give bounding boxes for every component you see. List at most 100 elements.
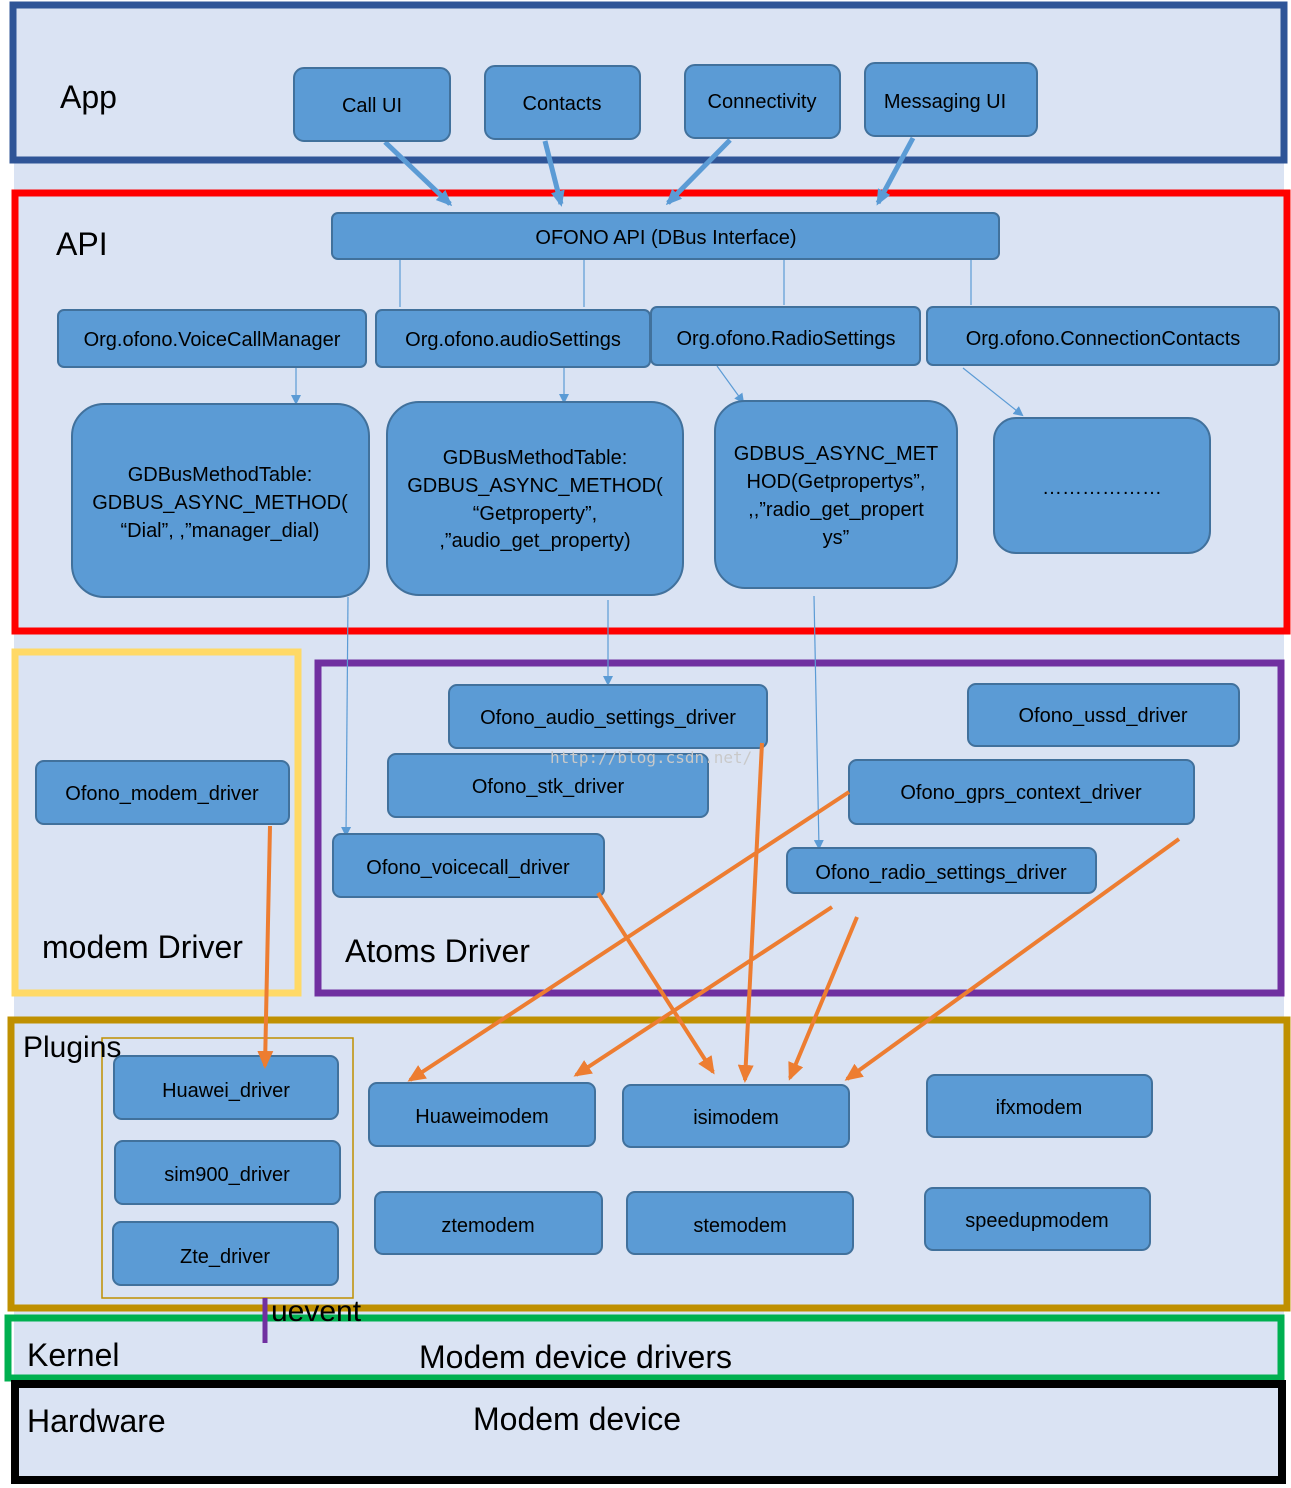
isimodem-label: isimodem	[693, 1107, 779, 1129]
audio-method-table-box	[386, 401, 684, 596]
radio-method-table-box	[714, 400, 958, 589]
ztemodem-label: ztemodem	[441, 1215, 534, 1237]
plugins-layer-label: Plugins	[23, 1031, 121, 1064]
hardware-layer-label: Hardware	[27, 1403, 166, 1439]
gprs-context-driver-label: Ofono_gprs_context_driver	[900, 782, 1142, 804]
hardware-layer-frame	[11, 1380, 1286, 1484]
method-table-line: “Getproperty”,	[473, 503, 597, 525]
huawei-driver-label: Huawei_driver	[162, 1080, 290, 1102]
method-table-line: ys”	[823, 527, 850, 549]
sim900-driver-label: sim900_driver	[164, 1164, 290, 1186]
arrow	[737, 742, 764, 1083]
arrow	[788, 916, 859, 1081]
audio-settings-driver-label: Ofono_audio_settings_driver	[480, 707, 736, 729]
connectivity-box	[684, 64, 841, 139]
ofono-api-box	[331, 212, 1000, 260]
call-ui-label: Call UI	[342, 95, 402, 117]
speedupmodem-box	[924, 1187, 1151, 1251]
arrow	[844, 837, 1181, 1081]
ofono-modem-driver-label: Ofono_modem_driver	[65, 783, 259, 805]
connectivity-label: Connectivity	[708, 91, 817, 113]
watermark-text: http://blog.csdn.net/	[550, 748, 752, 767]
connectioncontacts-label: Org.ofono.ConnectionContacts	[966, 328, 1241, 350]
api-connector-lines	[399, 260, 972, 307]
arrow	[716, 365, 745, 404]
arrow	[573, 905, 834, 1077]
method-table-line: ,”audio_get_property)	[439, 530, 630, 552]
method-table-line: GDBUS_ASYNC_METHOD(	[407, 475, 663, 497]
ussd-driver-label: Ofono_ussd_driver	[1019, 705, 1188, 727]
api-layer-frame	[11, 189, 1291, 635]
arrow	[257, 825, 274, 1069]
voicecallmanager-label: Org.ofono.VoiceCallManager	[84, 329, 341, 351]
method-table-line: GDBUS_ASYNC_MET	[734, 443, 939, 465]
ofono-modem-driver-box	[35, 760, 290, 825]
atoms-driver-layer-label: Atoms Driver	[345, 933, 530, 969]
uevent-label: uevent	[271, 1295, 362, 1328]
ellipsis-label: ………………	[1042, 477, 1162, 499]
arrow	[341, 596, 352, 837]
kernel-layer-frame	[4, 1314, 1285, 1382]
ztemodem-box	[374, 1191, 603, 1255]
arrow	[962, 367, 1024, 417]
audio-settings-driver-box	[448, 684, 768, 749]
arrow	[875, 136, 916, 206]
radio-settings-driver-box	[786, 847, 1097, 894]
ifxmodem-label: ifxmodem	[996, 1097, 1083, 1119]
method-table-line: GDBusMethodTable:	[128, 464, 313, 486]
plugin-drivers-group	[101, 1037, 354, 1299]
audiosettings-label: Org.ofono.audioSettings	[405, 329, 621, 351]
arrow	[665, 138, 732, 206]
modem-driver-layer-label: modem Driver	[42, 929, 243, 965]
kernel-layer-label: Kernel	[27, 1337, 120, 1373]
arrow	[813, 595, 824, 850]
sim900-driver-box	[114, 1140, 341, 1205]
app-layer-label: App	[60, 79, 117, 115]
contacts-label: Contacts	[523, 93, 602, 115]
huaweimodem-label: Huaweimodem	[415, 1106, 548, 1128]
method-table-line: GDBUS_ASYNC_METHOD(	[92, 492, 348, 514]
call-ui-box	[293, 67, 451, 142]
arrow	[383, 140, 453, 207]
app-to-api-arrows	[383, 136, 916, 207]
messaging-ui-box	[864, 62, 1038, 137]
plugins-layer-frame	[7, 1016, 1291, 1312]
method-table-line: GDBusMethodTable:	[443, 447, 628, 469]
messaging-ui-label: Messaging UI	[884, 91, 1006, 113]
atoms-driver-layer-frame	[314, 659, 1285, 997]
stk-driver-label: Ofono_stk_driver	[472, 776, 625, 798]
radio-settings-driver-label: Ofono_radio_settings_driver	[815, 862, 1067, 884]
ifxmodem-box	[926, 1074, 1153, 1138]
more-method-table-box	[993, 417, 1211, 554]
zte-driver-label: Zte_driver	[180, 1246, 270, 1268]
kernel-description: Modem device drivers	[419, 1339, 732, 1375]
ussd-driver-box	[967, 683, 1240, 747]
api-layer-label: API	[56, 226, 108, 262]
radiosettings-label: Org.ofono.RadioSettings	[676, 328, 895, 350]
huawei-driver-box	[113, 1055, 339, 1120]
method-table-line: ,,”radio_get_propert	[748, 499, 924, 521]
driver-to-plugin-arrows	[257, 742, 1181, 1083]
arrow	[542, 140, 565, 207]
stemodem-box	[626, 1191, 854, 1255]
voicecallmanager-box	[57, 309, 367, 368]
hardware-description: Modem device	[473, 1401, 681, 1437]
zte-driver-box	[112, 1221, 339, 1286]
method-table-line: “Dial”, ,”manager_dial)	[121, 520, 320, 542]
method-table-line: HOD(Getpropertys”,	[747, 471, 926, 493]
ofono-api-label: OFONO API (DBus Interface)	[535, 227, 796, 249]
modem-driver-layer-frame	[11, 648, 302, 997]
radiosettings-box	[650, 306, 921, 366]
contacts-box	[484, 65, 641, 140]
arrow	[407, 790, 851, 1082]
arrow	[596, 891, 715, 1075]
app-layer-frame	[9, 1, 1288, 164]
huaweimodem-box	[368, 1082, 596, 1147]
api-internal-arrows	[291, 365, 1024, 850]
stemodem-label: stemodem	[693, 1215, 786, 1237]
stk-driver-box	[387, 753, 709, 818]
speedupmodem-label: speedupmodem	[965, 1210, 1108, 1232]
voicecall-driver-box	[332, 833, 605, 898]
voicecall-driver-label: Ofono_voicecall_driver	[366, 857, 570, 879]
